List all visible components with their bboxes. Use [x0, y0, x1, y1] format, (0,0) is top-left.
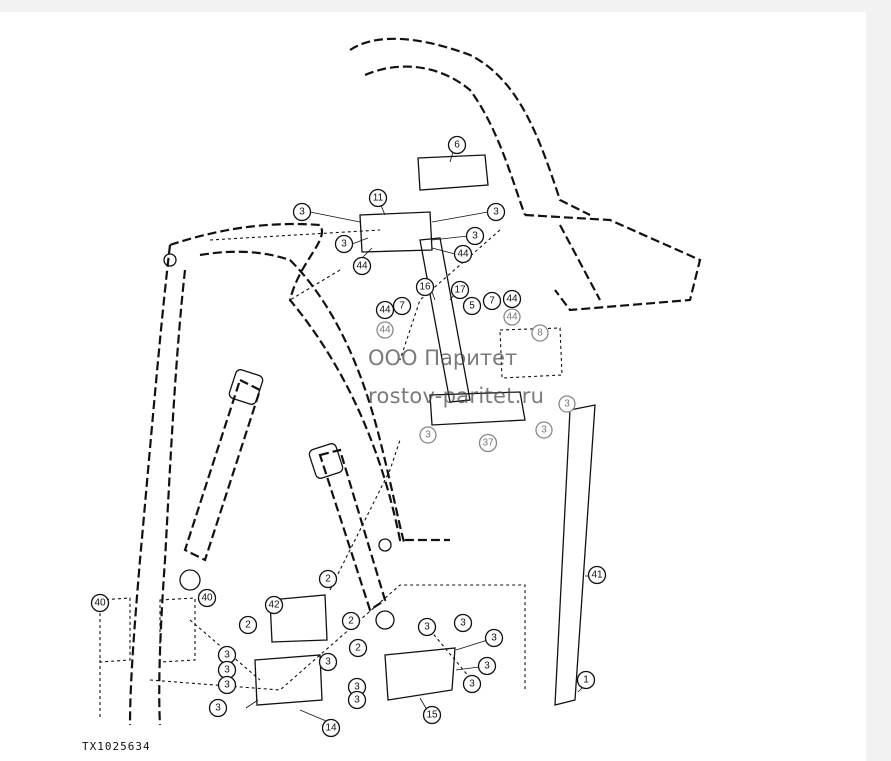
boom-outline [128, 37, 702, 726]
callout-7: 7 [482, 291, 502, 311]
svg-text:3: 3 [354, 682, 360, 693]
svg-text:2: 2 [355, 643, 361, 654]
svg-text:3: 3 [460, 618, 466, 629]
watermark-company: ООО Паритет [368, 346, 518, 370]
svg-text:42: 42 [268, 600, 280, 611]
figure-code: TX1025634 [82, 740, 151, 753]
callout-3: 3 [535, 421, 553, 439]
svg-text:3: 3 [564, 399, 570, 410]
svg-text:2: 2 [348, 616, 354, 627]
svg-text:44: 44 [506, 294, 518, 305]
plate-parts [99, 154, 596, 706]
svg-text:44: 44 [506, 312, 518, 323]
callout-3: 3 [558, 395, 576, 413]
callout-2: 2 [348, 638, 368, 658]
svg-text:14: 14 [325, 723, 337, 734]
callout-44: 44 [503, 308, 521, 326]
callout-2: 2 [238, 615, 258, 635]
svg-text:44: 44 [457, 249, 469, 260]
svg-text:44: 44 [379, 325, 391, 336]
svg-text:8: 8 [537, 328, 543, 339]
callout-44: 44 [453, 244, 473, 264]
hydraulic-cylinders [163, 253, 395, 630]
callout-3: 3 [484, 628, 504, 648]
callout-44: 44 [502, 289, 522, 309]
callout-44: 44 [376, 321, 394, 339]
svg-text:2: 2 [325, 574, 331, 585]
callout-5: 5 [462, 296, 482, 316]
svg-text:3: 3 [224, 665, 230, 676]
svg-text:1: 1 [583, 675, 589, 686]
callout-3: 3 [292, 202, 312, 222]
svg-text:5: 5 [469, 301, 475, 312]
svg-text:3: 3 [541, 425, 547, 436]
svg-text:15: 15 [426, 710, 438, 721]
svg-text:3: 3 [491, 633, 497, 644]
callout-7: 7 [392, 296, 412, 316]
drawing-sheet: 6 11 3 3 3 3 44 44 16 17 44 7 5 7 44 44 … [0, 12, 866, 761]
svg-text:3: 3 [341, 239, 347, 250]
svg-text:40: 40 [94, 598, 106, 609]
svg-text:16: 16 [419, 282, 431, 293]
svg-text:3: 3 [425, 430, 431, 441]
svg-text:2: 2 [245, 620, 251, 631]
callout-6: 6 [447, 135, 467, 155]
callout-14: 14 [321, 718, 341, 738]
svg-text:11: 11 [373, 193, 384, 204]
svg-text:3: 3 [224, 650, 230, 661]
callout-3: 3 [208, 698, 228, 718]
callout-3: 3 [462, 674, 482, 694]
svg-text:3: 3 [469, 679, 475, 690]
callout-8: 8 [531, 324, 549, 342]
callout-2: 2 [318, 569, 338, 589]
callout-3: 3 [477, 656, 497, 676]
watermark-website: rostov-paritet.ru [368, 384, 545, 408]
svg-text:37: 37 [482, 438, 494, 449]
svg-text:40: 40 [201, 593, 213, 604]
callout-2: 2 [341, 611, 361, 631]
callout-44: 44 [375, 300, 395, 320]
svg-text:7: 7 [399, 301, 405, 312]
svg-text:41: 41 [591, 570, 603, 581]
callout-15: 15 [422, 705, 442, 725]
callout-42: 42 [264, 595, 284, 615]
callout-3: 3 [453, 613, 473, 633]
svg-text:3: 3 [215, 703, 221, 714]
callout-3: 3 [217, 645, 237, 665]
callout-17: 17 [450, 280, 470, 300]
callout-3: 3 [334, 234, 354, 254]
exploded-parts-diagram: 6 11 3 3 3 3 44 44 16 17 44 7 5 7 44 44 … [90, 37, 702, 738]
callout-11: 11 [368, 188, 388, 208]
callout-40: 40 [90, 593, 110, 613]
svg-text:44: 44 [379, 305, 391, 316]
svg-text:3: 3 [224, 680, 230, 691]
svg-text:17: 17 [454, 285, 466, 296]
svg-text:6: 6 [454, 140, 460, 151]
assembly-lines [99, 229, 526, 720]
svg-text:3: 3 [484, 661, 490, 672]
svg-text:44: 44 [356, 261, 368, 272]
callout-41: 41 [587, 565, 607, 585]
svg-text:3: 3 [472, 231, 478, 242]
svg-text:3: 3 [299, 207, 305, 218]
svg-text:3: 3 [325, 657, 331, 668]
callout-3: 3 [486, 202, 506, 222]
callout-40: 40 [197, 588, 217, 608]
callout-3: 3 [217, 675, 237, 695]
callout-37: 37 [478, 433, 498, 453]
svg-text:3: 3 [424, 622, 430, 633]
svg-text:3: 3 [354, 695, 360, 706]
callout-3: 3 [318, 652, 338, 672]
callout-1: 1 [576, 670, 596, 690]
callout-3: 3 [465, 226, 485, 246]
callout-3: 3 [347, 690, 367, 710]
callout-3: 3 [419, 426, 437, 444]
callouts: 6 11 3 3 3 3 44 44 16 17 44 7 5 7 44 44 … [90, 135, 607, 738]
callout-3: 3 [417, 617, 437, 637]
svg-text:7: 7 [489, 296, 495, 307]
callout-44: 44 [352, 256, 372, 276]
svg-text:3: 3 [493, 207, 499, 218]
callout-16: 16 [415, 277, 435, 297]
